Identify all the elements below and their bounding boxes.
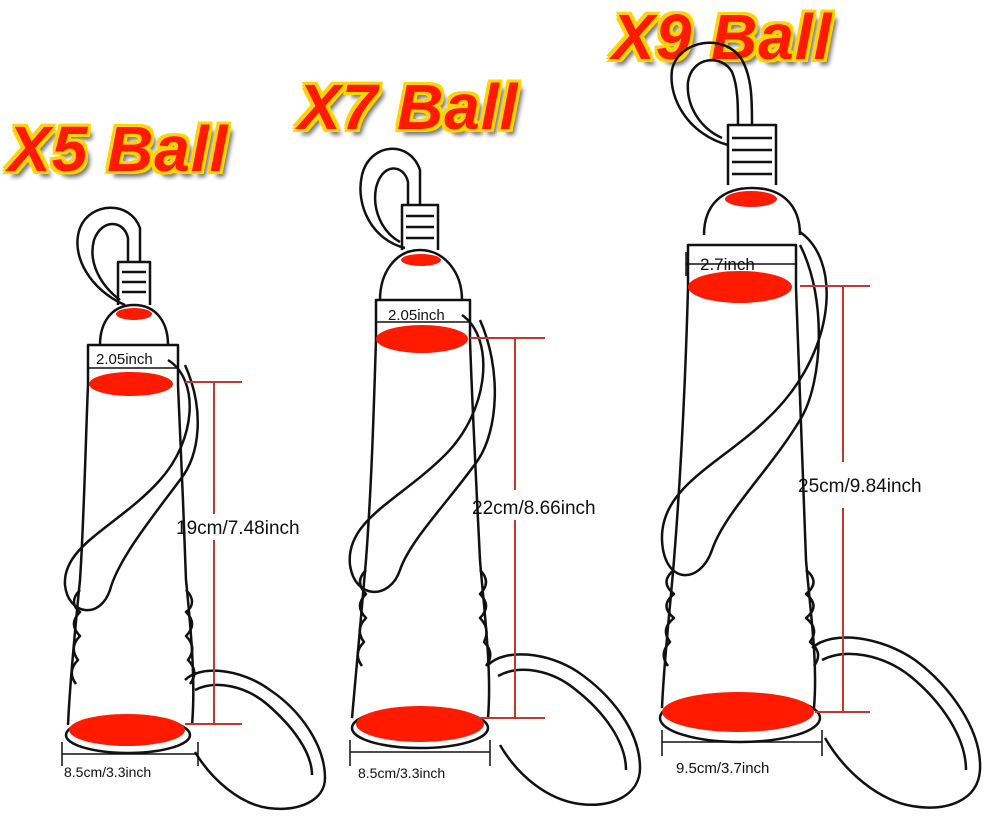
x7-cap	[378, 248, 464, 301]
x9-pump	[658, 41, 982, 809]
x9-hose-inner	[686, 58, 740, 140]
x5-top-seal	[89, 372, 173, 396]
x7-bottom-diameter-label: 8.5cm/3.3inch	[358, 765, 445, 781]
x5-title: X5 Ball	[8, 113, 229, 185]
x5-tube	[63, 358, 199, 612]
x7-top-opening	[401, 254, 441, 266]
x5-bottom-diameter-label: 8.5cm/3.3inch	[64, 764, 151, 780]
x5-bulb	[184, 669, 327, 810]
x7-pump	[348, 147, 642, 806]
x9-top-opening	[725, 191, 777, 207]
x9-hose	[670, 41, 754, 147]
x5-bulb-inner	[194, 683, 314, 776]
x9-top-seal	[688, 271, 792, 303]
x5-hose-inner	[91, 222, 130, 301]
x5-top-opening	[116, 308, 152, 320]
x5-nozzle	[116, 260, 152, 305]
x9-bottom-seal	[662, 692, 814, 732]
x5-length-label: 19cm/7.48inch	[176, 518, 300, 539]
x7-title: X7 Ball	[298, 71, 519, 143]
x5-hose	[76, 206, 142, 307]
x9-cap	[702, 186, 802, 236]
x5-cap	[98, 303, 170, 346]
x9-bulb-inner	[821, 652, 968, 771]
x5-dimensions	[61, 355, 242, 766]
x7-dimensions	[349, 310, 545, 766]
x9-bulb	[811, 636, 982, 809]
x5-cylinder	[66, 384, 195, 726]
x7-cylinder	[350, 339, 491, 719]
x9-title: X9 Ball	[612, 1, 833, 73]
x7-length-label: 22cm/8.66inch	[472, 498, 596, 519]
x5-pump	[63, 206, 327, 810]
x9-length-label: 25cm/9.84inch	[798, 476, 922, 497]
x7-hose-inner	[373, 167, 410, 244]
x9-cylinder	[660, 287, 817, 709]
x7-bulb	[487, 653, 642, 806]
x5-bottom-seal	[69, 714, 185, 746]
x7-hose	[359, 147, 422, 250]
x7-bottom-seal	[356, 706, 484, 742]
x5-top-diameter-label: 2.05inch	[96, 351, 153, 368]
x7-top-diameter-label: 2.05inch	[388, 307, 445, 324]
x7-bulb-inner	[497, 668, 628, 771]
x9-nozzle	[726, 123, 778, 185]
x7-top-seal	[376, 325, 468, 353]
x7-nozzle	[400, 203, 440, 250]
x9-top-diameter-label: 2.7inch	[700, 255, 755, 274]
x9-dimensions	[661, 252, 870, 756]
x7-tube	[348, 313, 497, 594]
x9-tube	[660, 230, 828, 577]
x9-bottom-diameter-label: 9.5cm/3.7inch	[676, 760, 769, 777]
